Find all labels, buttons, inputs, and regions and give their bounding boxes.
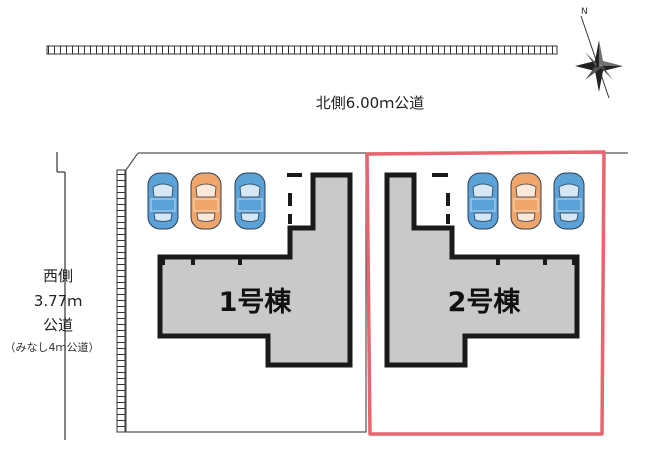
car-icon — [467, 172, 499, 230]
west-road-label-1: 西側 — [43, 267, 73, 285]
building-2-footprint — [384, 172, 580, 368]
compass-needle-icon — [580, 15, 610, 99]
building-1-dash — [287, 173, 302, 224]
compass-rose: N — [575, 7, 623, 99]
building-1-label: 1号棟 — [219, 287, 293, 318]
lot-2-highlight-frame — [365, 150, 606, 436]
car-icon — [147, 172, 179, 230]
west-road-rail — [116, 169, 126, 433]
north-road-rail — [46, 45, 558, 55]
compass-north-label: N — [581, 7, 588, 17]
car-icon — [553, 172, 585, 230]
building-1-footprint — [157, 172, 353, 368]
site-boundary — [125, 152, 367, 433]
car-icon — [234, 172, 266, 230]
west-road-note: （みなし4ｍ公道） — [5, 340, 100, 354]
building-2-porch — [496, 257, 576, 265]
building-2-label: 2号棟 — [448, 287, 522, 318]
north-road-label: 北側6.00ｍ公道 — [316, 94, 424, 112]
west-road-label-2: 3.77ｍ — [34, 292, 82, 310]
west-road-label-3: 公道 — [43, 316, 73, 334]
car-icon — [190, 172, 222, 230]
building-2-dash — [432, 173, 450, 224]
car-icon — [510, 172, 542, 230]
building-1-porch — [161, 257, 242, 265]
